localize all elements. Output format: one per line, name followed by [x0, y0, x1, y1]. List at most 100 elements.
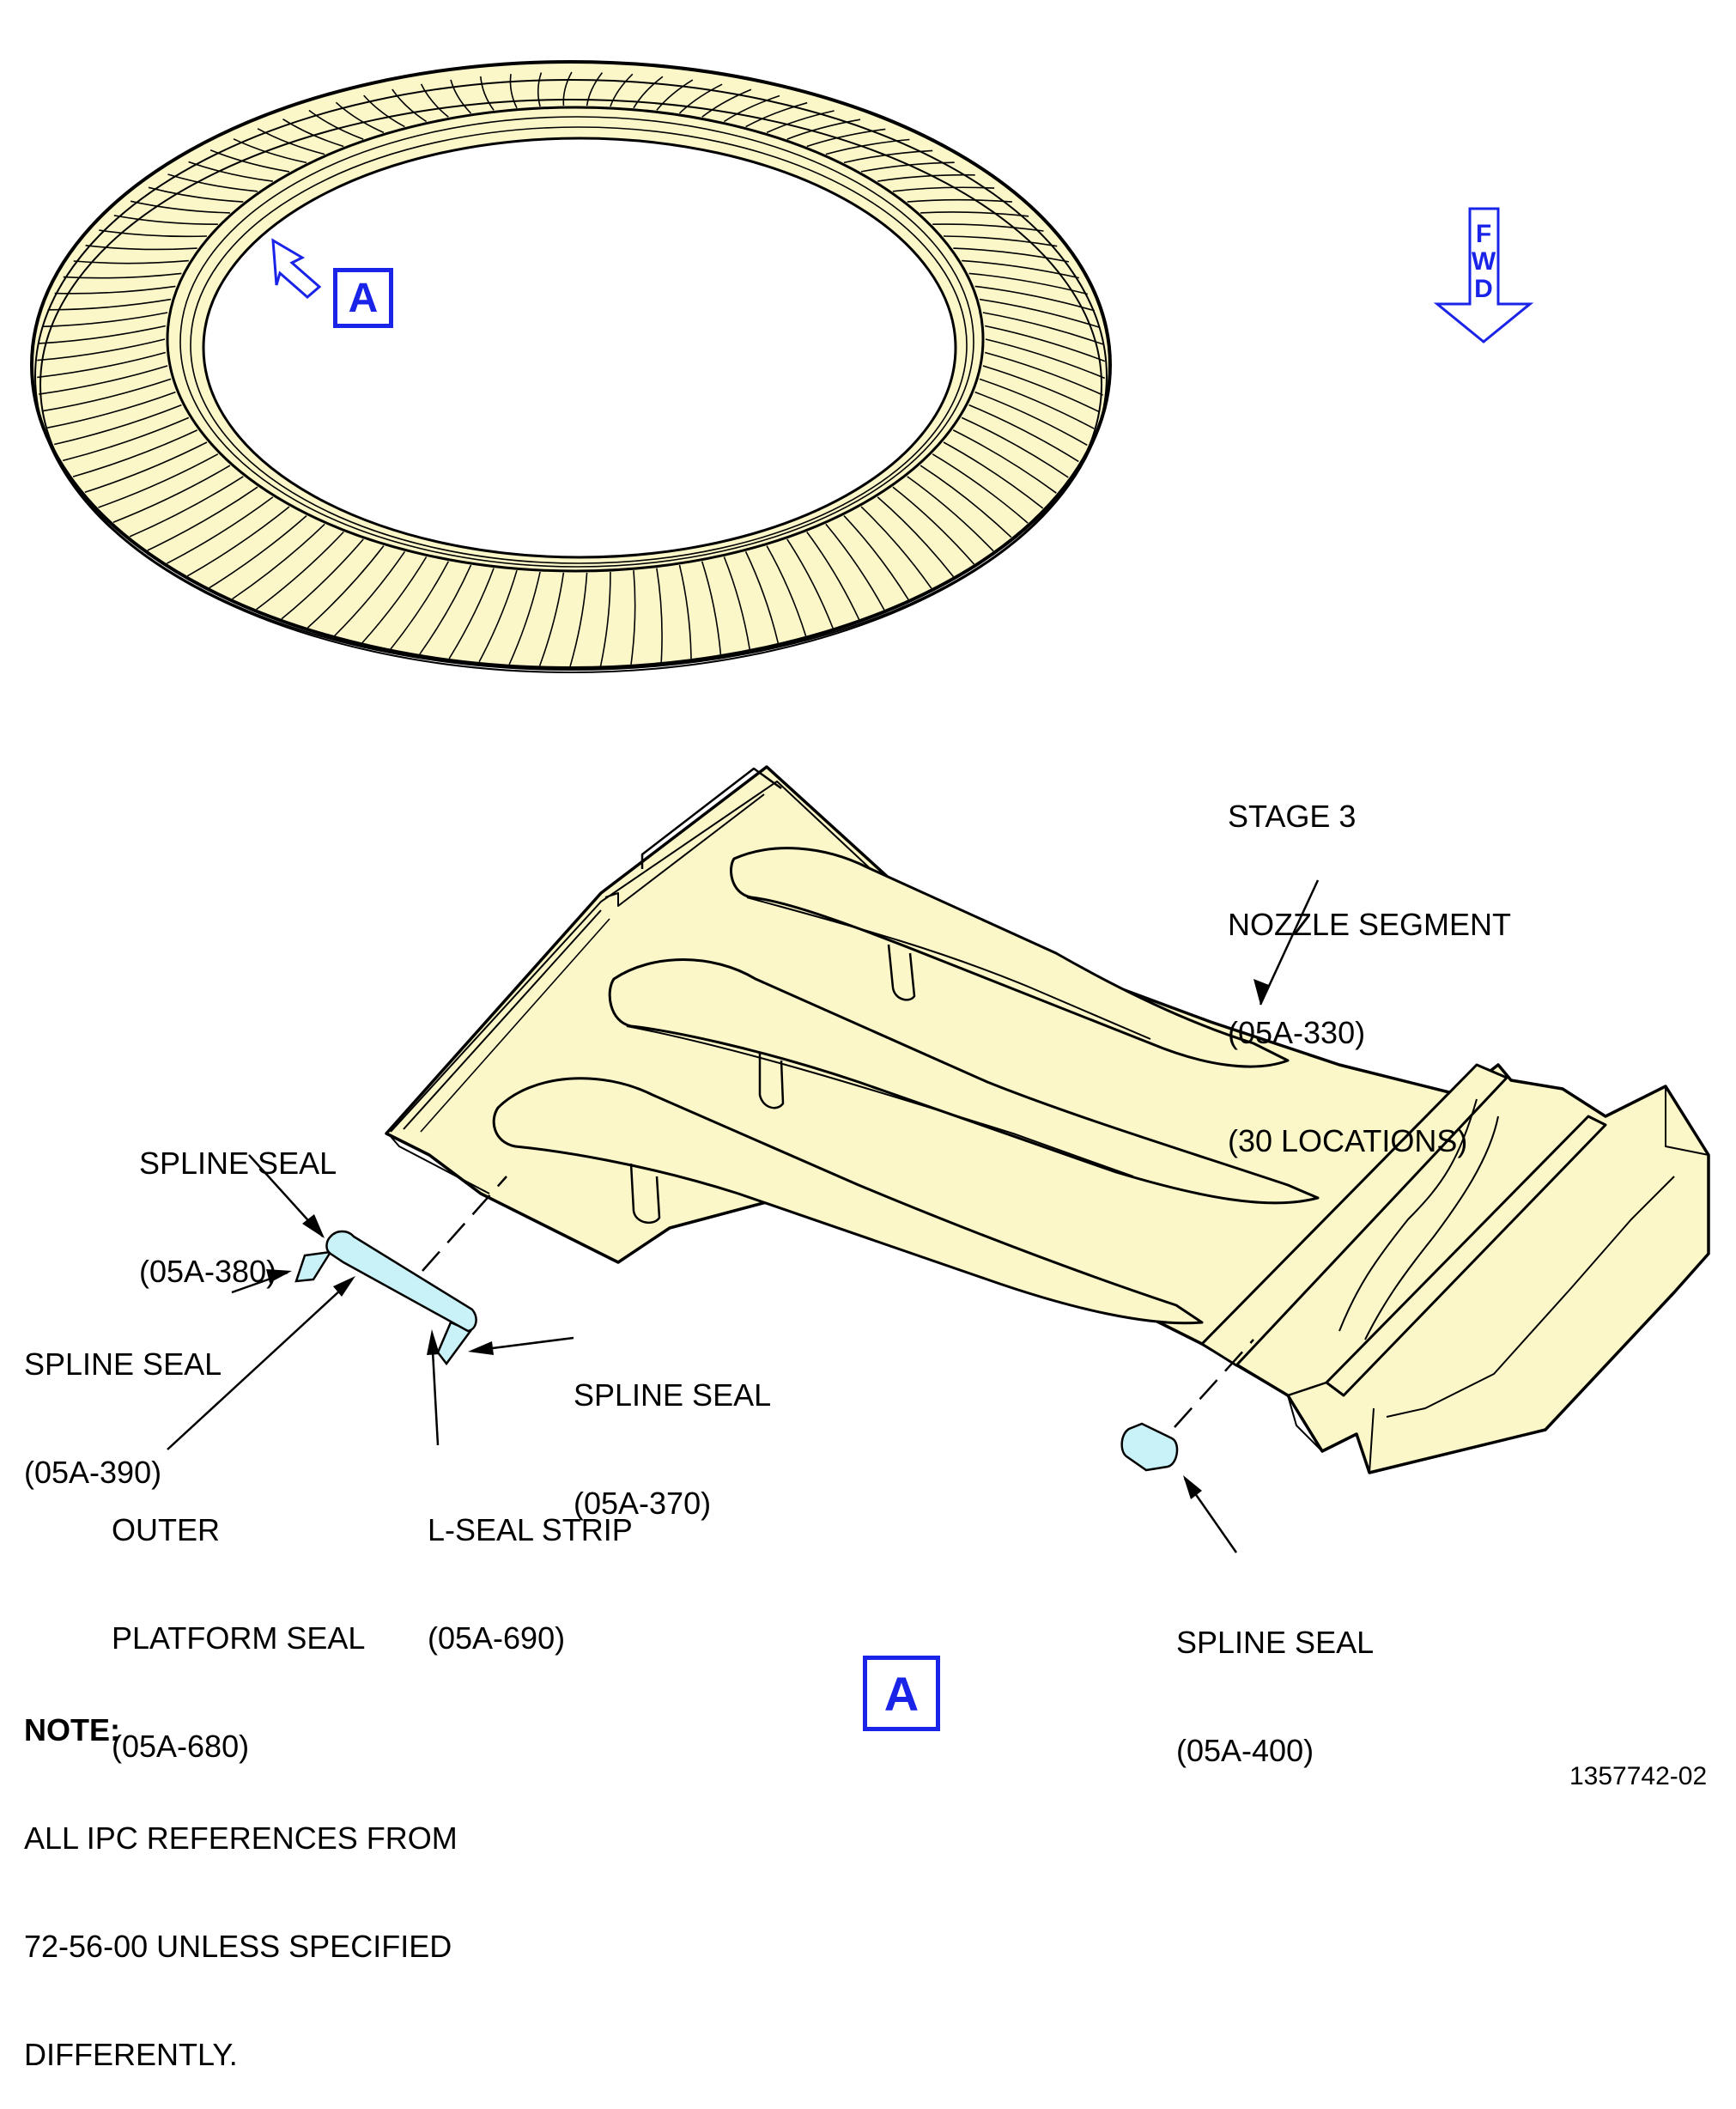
ring-vane-line [961, 416, 1069, 478]
ring-vane-line [54, 404, 182, 446]
ring-vane-line [825, 523, 885, 611]
ring-vane-line [420, 83, 449, 118]
document-number: 1357742-02 [1569, 1762, 1708, 1790]
view-a-marker-top-letter: A [348, 275, 379, 321]
ring-vane-line [113, 215, 218, 226]
ring-vane-line [979, 378, 1095, 429]
ring-vane-line [257, 128, 325, 155]
ring-vane-line [98, 453, 219, 508]
ring-vane-line [480, 76, 495, 111]
view-a-marker-top[interactable]: A [333, 268, 393, 328]
ring-vane-line [47, 298, 172, 311]
ring-vane-line [943, 441, 1044, 509]
ring-vane-line [586, 72, 604, 106]
label-line: (05A-380) [139, 1254, 277, 1289]
ring-vane-line [766, 110, 835, 134]
label-line: OUTER [112, 1512, 220, 1547]
ring-vane-line [47, 391, 176, 428]
ring-vane-line [537, 72, 543, 107]
ring-vane-line [656, 568, 663, 663]
ring-vane-line [766, 545, 807, 636]
ring-vane-line [282, 119, 344, 148]
ring-vane-line [99, 229, 208, 238]
ring-vane-line [509, 74, 518, 109]
view-a-marker-bottom-letter: A [883, 1666, 920, 1721]
ring-vane-line [806, 532, 860, 620]
ring-vane-line [39, 325, 166, 344]
ring-vane-line [952, 429, 1057, 494]
note-line: 72-56-00 UNLESS SPECIFIED [24, 1929, 452, 1964]
label-line: SPLINE SEAL [139, 1146, 337, 1181]
ring-vane-line [723, 556, 750, 650]
ring-vane-line [186, 506, 290, 577]
ring-vane-line [308, 109, 364, 140]
ring-vane-line [54, 285, 176, 295]
ring-vane-line [569, 572, 588, 667]
ring-vane-line [892, 486, 975, 565]
ring-vane-line [786, 119, 861, 140]
ring-vane-line [167, 173, 258, 192]
spline-seal-400-part [1120, 1422, 1179, 1472]
ring-vane-line [63, 272, 182, 279]
ring-vane-line [72, 429, 198, 477]
ring-vane-line [232, 523, 325, 600]
label-line: SPLINE SEAL [1176, 1625, 1375, 1660]
ring-vane-line [932, 223, 1044, 232]
ring-vane-line [877, 173, 975, 182]
ring-vane-line [209, 514, 307, 589]
ring-vane-line [610, 73, 634, 107]
fwd-label: F W D [1466, 221, 1501, 303]
ring-vane-line [656, 79, 694, 111]
label-line: (30 LOCATIONS) [1228, 1123, 1468, 1158]
illustration [30, 60, 1710, 1553]
ring-vane-line [877, 496, 955, 577]
ring-vane-line [907, 198, 1012, 203]
ring-vane-line [129, 476, 244, 538]
ring-vane-line [256, 531, 344, 611]
ring-vane-line [39, 365, 168, 395]
view-a-marker-bottom[interactable]: A [863, 1656, 940, 1731]
ring-vane-line [538, 572, 565, 666]
label-line: (05A-400) [1176, 1733, 1314, 1768]
ring-vane-line [907, 476, 994, 552]
ring-vane-line [932, 453, 1029, 524]
ring-vane-line [209, 149, 290, 173]
ring-vane-line [130, 200, 230, 214]
label-line: (05A-370) [574, 1486, 712, 1521]
ring-vane-line [892, 186, 995, 192]
ring-vane-line [390, 561, 450, 650]
ring-vane-line [984, 351, 1103, 396]
ring-vane-line [307, 545, 385, 629]
ring-vane-line [42, 378, 172, 412]
ring-vane-line [147, 486, 258, 551]
fwd-letter-w: W [1471, 247, 1496, 276]
fwd-letter-f: F [1475, 220, 1492, 248]
nozzle-ring-assembly [30, 60, 1112, 673]
ring-vane-line [335, 101, 385, 134]
label-spline-seal-390: SPLINE SEAL (05A-390) [24, 1274, 222, 1527]
ring-vane-line [982, 312, 1104, 345]
ring-vane-line [953, 247, 1070, 263]
ring-vane-line [73, 259, 189, 264]
ring-vane-line [860, 506, 932, 589]
leader-arrowheads [266, 979, 1269, 1499]
note-line: DIFFERENTLY. [24, 2037, 238, 2072]
note-title: NOTE: [24, 1712, 120, 1747]
ring-vane-line [85, 245, 197, 251]
ring-vane-line [860, 161, 955, 173]
ring-vane-line [112, 465, 231, 523]
label-line: STAGE 3 [1228, 799, 1357, 834]
ring-vane-line [744, 551, 780, 644]
view-direction-arrow [271, 238, 322, 299]
label-line: (05A-390) [24, 1455, 162, 1490]
ring-vane-line [786, 538, 834, 629]
label-line: NOZZLE SEGMENT [1228, 907, 1512, 942]
ring-vane-line [843, 515, 909, 600]
ring-vane-line [678, 83, 723, 114]
label-line: (05A-330) [1228, 1015, 1366, 1050]
ring-vane-line [843, 149, 933, 164]
ring-vane-line [701, 561, 722, 655]
ring-vane-line [37, 338, 166, 362]
ring-vane-line [968, 272, 1088, 295]
ring-vane-line [974, 285, 1096, 312]
